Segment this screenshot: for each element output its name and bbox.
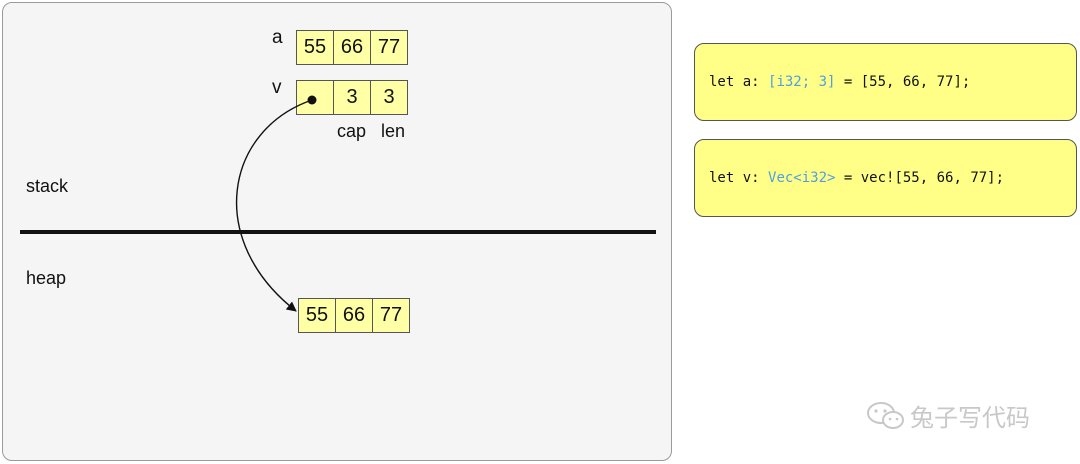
code-v-suffix: = vec![55, 66, 77]; [835,170,1005,186]
heap-region-label: heap [26,268,67,288]
array-a-cell: 66 [333,30,371,65]
watermark-text: 兔子写代码 [910,405,1030,432]
stack-region-label: stack [26,176,69,196]
heap-buffer-cell: 66 [335,298,373,333]
code-a-suffix: = [55, 66, 77]; [835,74,971,90]
code-v-type: Vec<i32> [768,170,836,186]
pointer-arrow-path [235,99,313,312]
code-box-array: let a: [i32; 3] = [55, 66, 77]; [694,43,1077,121]
heap-buffer-cell: 77 [372,298,410,333]
vec-v-len-cell: 3 [370,80,408,115]
array-a-cells: 55 66 77 [296,30,408,65]
code-v-prefix: let v: [709,170,769,186]
stack-heap-divider [20,230,656,234]
code-box-vec: let v: Vec<i32> = vec![55, 66, 77]; [694,139,1077,217]
heap-buffer-cell: 55 [298,298,336,333]
wechat-icon [867,401,904,429]
cap-label: cap [337,121,367,141]
vec-v-cap-cell: 3 [333,80,371,115]
len-label: len [381,121,406,141]
code-a-prefix: let a: [709,74,769,90]
var-label-v: v [272,77,282,98]
array-a-cell: 55 [296,30,334,65]
array-a-cell: 77 [370,30,408,65]
var-label-a: a [272,27,283,48]
code-a-type: [i32; 3] [768,74,836,90]
heap-buffer-cells: 55 66 77 [298,298,410,333]
watermark: 兔子写代码 [866,398,1030,433]
